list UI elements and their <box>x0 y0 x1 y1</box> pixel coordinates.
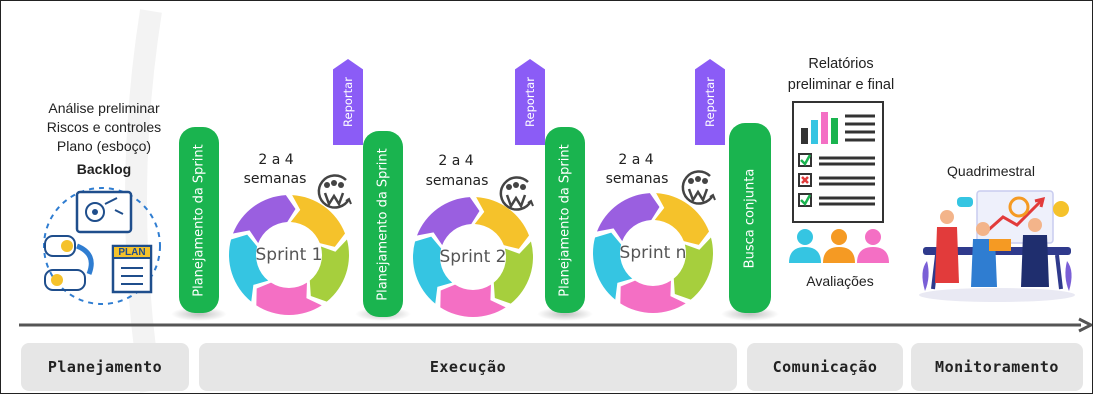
sprint-cycle-1-segment-2 <box>309 239 349 302</box>
planning-line-1: Análise preliminar <box>48 100 160 116</box>
sprint-planning-bar-1: Planejamento da Sprint <box>179 127 219 313</box>
plan-label: PLAN <box>118 247 146 258</box>
team-cycle-icon-3 <box>681 170 716 205</box>
sprint-label-1: Sprint 1 <box>255 245 323 265</box>
duration-line2-1: semanas <box>243 171 307 187</box>
backlog-label: Backlog <box>76 161 132 177</box>
four-monthly-label: Quadrimestral <box>947 163 1035 179</box>
report-flag-3: Reportar <box>695 59 725 145</box>
sprint-label-3: Sprint n <box>619 243 687 263</box>
timeline-arrow <box>19 317 1092 333</box>
phase-execution-label: Execução <box>429 358 507 376</box>
sprint-planning-bar-2: Planejamento da Sprint <box>363 131 403 317</box>
reports-line-2: preliminar e final <box>787 77 895 93</box>
report-flag-1: Reportar <box>333 59 363 145</box>
sprint-cycle-2-segment-1 <box>474 197 530 249</box>
duration-line1-1: 2 a 4 <box>258 152 294 168</box>
team-cycle-icon-1 <box>317 174 352 209</box>
sprint-cycle-2-segment-4 <box>413 236 453 304</box>
sprint-cycle-2-segment-5 <box>416 197 480 246</box>
phase-planning: Planejamento <box>21 343 189 391</box>
sprint-cycle-2-segment-3 <box>440 284 506 317</box>
joint-search-label: Busca conjunta <box>742 168 758 268</box>
sprint-cycle-1-segment-1 <box>290 195 346 247</box>
team-cycle-icon-2 <box>499 176 534 211</box>
evaluators-icon <box>789 229 889 263</box>
duration-line2-2: semanas <box>425 173 489 189</box>
sprint-cycle-3-segment-4 <box>592 232 633 300</box>
reports-line-1: Relatórios <box>808 56 874 72</box>
sprint-cycle-1-segment-4 <box>229 234 269 302</box>
monitoring-team-illustration <box>919 190 1075 302</box>
duration-line1-2: 2 a 4 <box>438 153 474 169</box>
planning-line-2: Riscos e controles <box>46 119 162 135</box>
sprint-planning-bar-3: Planejamento da Sprint <box>545 127 585 313</box>
sprint-cycle-1-segment-3 <box>256 282 322 315</box>
phase-monitoring-label: Monitoramento <box>935 358 1059 376</box>
phase-monitoring: Monitoramento <box>911 343 1083 391</box>
report-document-icon <box>792 101 884 223</box>
report-flag-2: Reportar <box>515 59 545 145</box>
joint-search-bar: Busca conjunta <box>729 123 771 313</box>
sprint-cycle-3-segment-1 <box>654 193 710 245</box>
sprint-label-2: Sprint 2 <box>439 247 507 267</box>
duration-line2-3: semanas <box>605 171 669 187</box>
bar-shadow-3 <box>537 307 593 321</box>
phase-communication: Comunicação <box>747 343 903 391</box>
sprint-cycle-1-segment-5 <box>232 195 296 244</box>
bar-shadow-1 <box>171 307 227 321</box>
sprint-cycle-3-segment-3 <box>620 280 686 313</box>
phase-execution: Execução <box>199 343 737 391</box>
duration-line1-3: 2 a 4 <box>618 152 654 168</box>
sprint-cycle-3-segment-5 <box>596 193 660 242</box>
evaluations-label: Avaliações <box>806 273 874 289</box>
planning-line-3: Plano (esboço) <box>56 138 152 154</box>
sprint-cycle-2-segment-2 <box>493 241 533 304</box>
planning-board-icon <box>43 187 161 305</box>
phase-planning-label: Planejamento <box>47 358 163 376</box>
phase-communication-label: Comunicação <box>772 358 878 376</box>
sprint-cycle-3-segment-2 <box>673 237 713 300</box>
